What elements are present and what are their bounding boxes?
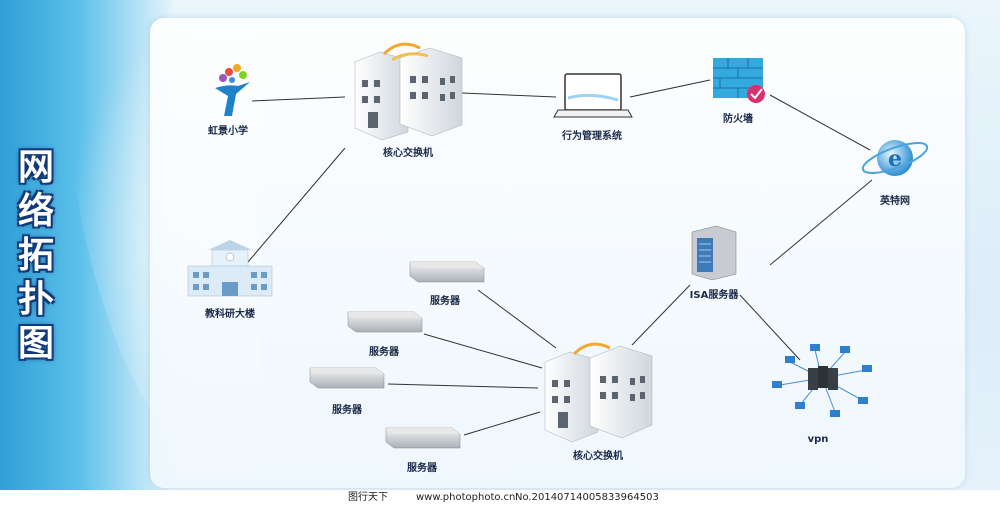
label-internet: 英特网	[880, 196, 910, 207]
footer-number: No.20140714005833964503	[515, 492, 659, 503]
link-isa-bottomswitch	[631, 284, 691, 346]
internet-globe-icon: e	[861, 140, 929, 176]
school-logo-icon	[215, 64, 250, 116]
label-vpn: vpn	[807, 434, 829, 445]
title-char: 网	[17, 147, 54, 188]
link-firewall-internet	[769, 94, 871, 151]
link-switch-behavior	[461, 92, 557, 98]
label-server-1: 服务器	[430, 296, 460, 307]
label-behavior-mgmt: 行为管理系统	[562, 131, 622, 142]
core-switch-top-icon	[354, 42, 463, 141]
link-school-switch	[251, 96, 346, 102]
server-4-icon	[385, 427, 461, 449]
firewall-icon	[713, 58, 765, 103]
title-char: 络	[17, 191, 54, 232]
title-char: 拓	[17, 235, 54, 276]
vertical-title: 网 络 拓 扑 图	[14, 146, 58, 366]
footer-site: 图行天下	[348, 492, 388, 503]
server-2-icon	[347, 311, 423, 333]
connection-lines	[247, 79, 873, 436]
footer-url: www.photophoto.cn	[416, 492, 516, 503]
link-internet-isa	[769, 179, 873, 266]
server-3-icon	[309, 367, 385, 389]
topology-diagram: e	[187, 42, 929, 449]
label-core-switch-top: 核心交换机	[383, 148, 433, 159]
link-server2-switch	[423, 333, 543, 369]
label-hongjing-school: 虹景小学	[208, 126, 248, 137]
svg-text:e: e	[888, 146, 902, 172]
title-char: 扑	[17, 279, 54, 320]
core-switch-bottom-icon	[544, 342, 653, 443]
link-switch-building	[247, 147, 346, 263]
label-server-3: 服务器	[332, 405, 362, 416]
label-server-2: 服务器	[369, 347, 399, 358]
link-server1-switch	[477, 289, 557, 349]
vpn-network-icon	[772, 344, 872, 417]
link-server4-switch	[463, 411, 541, 436]
label-core-switch-bottom: 核心交换机	[573, 451, 623, 462]
title-char: 图	[17, 323, 54, 364]
isa-server-icon	[691, 225, 737, 281]
watermark-footer: 图行天下 www.photophoto.cn No.20140714005833…	[0, 490, 1000, 505]
link-server3-switch	[387, 383, 539, 389]
label-research-building: 教科研大楼	[205, 309, 255, 320]
label-firewall: 防火墙	[723, 114, 753, 125]
research-building-icon	[187, 240, 273, 297]
link-behavior-firewall	[629, 79, 711, 98]
label-server-4: 服务器	[407, 463, 437, 474]
server-1-icon	[409, 261, 485, 283]
laptop-icon	[553, 73, 633, 118]
label-isa-server: ISA服务器	[689, 290, 739, 301]
link-isa-vpn	[739, 294, 801, 361]
